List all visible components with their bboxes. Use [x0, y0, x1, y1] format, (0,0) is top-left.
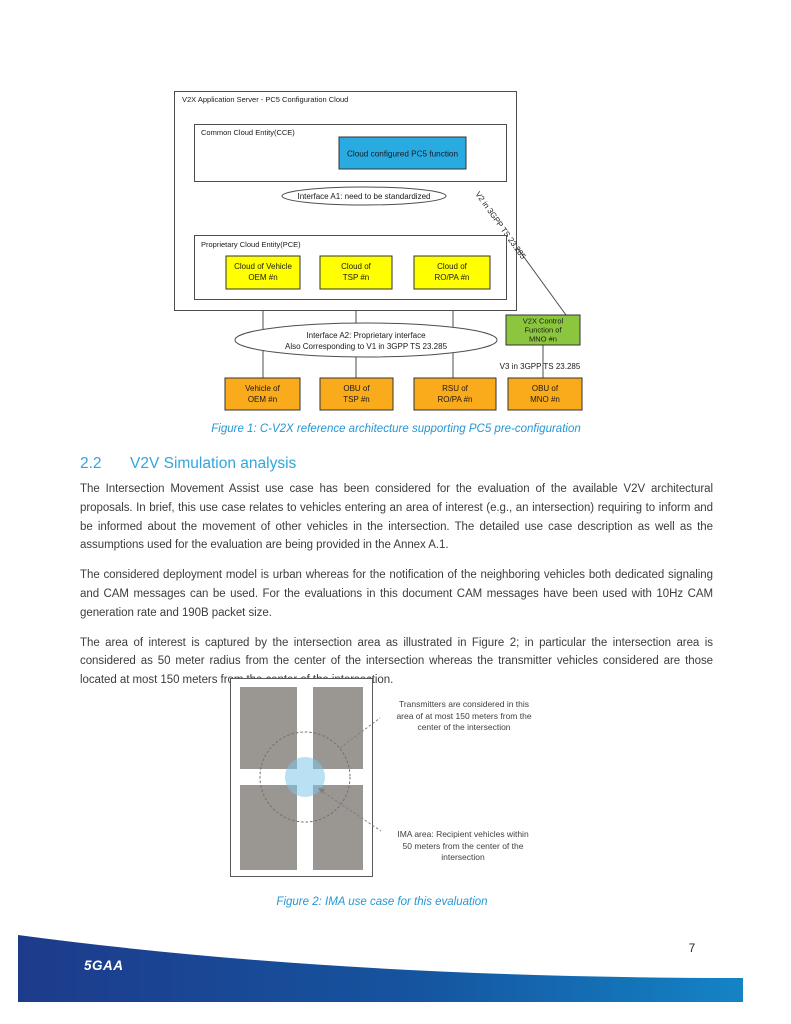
figure1-cloud-oem-line2: OEM #n — [248, 273, 277, 282]
figure1-cloud-ropa-line2: RO/PA #n — [435, 273, 470, 282]
figure1-cloud-ropa-box — [413, 255, 491, 290]
figure1-v2x-control-box — [505, 314, 581, 346]
figure1-pc5-function-label: Cloud configured PC5 function — [347, 150, 459, 159]
section-number: 2.2 — [80, 455, 102, 472]
figure1-v2x-control-line2: Function of — [524, 326, 562, 335]
figure1-caption: Figure 1: C-V2X reference architecture s… — [211, 423, 581, 435]
section-heading: 2.2 V2V Simulation analysis — [80, 455, 713, 473]
figure1-cloud-tsp-box — [319, 255, 393, 290]
figure1-pce-label: Proprietary Cloud Entity(PCE) — [201, 240, 301, 249]
figure1-cloud-boxes: Cloud of Vehicle OEM #n Cloud of TSP #n … — [225, 255, 491, 290]
figure2-intersection-diagram — [230, 678, 382, 877]
figure1-device-vehicle-box — [224, 377, 301, 411]
figure1-device-obu-mno-line1: OBU of — [532, 384, 559, 393]
section-2-2: 2.2 V2V Simulation analysis The Intersec… — [80, 455, 713, 690]
brand-logo-5gaa: 5GAA — [84, 958, 124, 973]
paragraph-2: The considered deployment model is urban… — [80, 569, 713, 619]
figure1-device-rsu-box — [413, 377, 497, 411]
figure1-v2x-control-line1: V2X Control — [523, 317, 564, 326]
page-number: 7 — [688, 943, 696, 955]
figure1-device-rsu-line1: RSU of — [442, 384, 469, 393]
figure1-interface-a1-label: Interface A1: need to be standardized — [298, 192, 431, 201]
figure1-device-obu-tsp-line2: TSP #n — [343, 395, 370, 404]
figure1-interface-a2-ellipse — [234, 322, 498, 358]
figure1-v2x-control-line3: MNO #n — [529, 335, 557, 344]
figure1-interface-a2-line2: Also Corresponding to V1 in 3GPP TS 23.2… — [285, 342, 448, 351]
figure2-block-bottom-left — [240, 785, 297, 870]
figure1-interface-a1-ellipse — [281, 186, 447, 206]
figure1-pc5-function-box — [338, 136, 467, 170]
figure2-caption: Figure 2: IMA use case for this evaluati… — [276, 896, 488, 908]
figure1-cloud-oem-box — [225, 255, 301, 290]
figure1-cloud-oem-line1: Cloud of Vehicle — [234, 262, 292, 271]
figure1-v3-label: V3 in 3GPP TS 23.285 — [500, 362, 581, 371]
figure2-block-top-right — [313, 687, 363, 769]
figure1-cloud-tsp-line1: Cloud of — [341, 262, 372, 271]
figure2-ima-area-circle — [285, 757, 325, 797]
figure2-leader-lines — [319, 717, 382, 832]
figure2-road-blocks — [240, 687, 363, 870]
figure2-annotation-ima-area: IMA area: Recipient vehicles within 50 m… — [397, 829, 529, 862]
figure1-cloud-tsp-line2: TSP #n — [343, 273, 370, 282]
figure2-block-bottom-right — [313, 785, 363, 870]
figure2-arrowhead — [318, 788, 325, 794]
figure1-device-obu-tsp-line1: OBU of — [343, 384, 370, 393]
figure1-device-boxes: Vehicle of OEM #n OBU of TSP #n RSU of R… — [224, 377, 583, 411]
figure1-architecture-diagram: V2X Application Server - PC5 Configurati… — [174, 91, 583, 411]
figure1-device-obu-mno-line2: MNO #n — [530, 395, 560, 404]
figure1-device-obu-tsp-box — [319, 377, 394, 411]
figure1-device-vehicle-line1: Vehicle of — [245, 384, 280, 393]
figure1-cce-label: Common Cloud Entity(CCE) — [201, 128, 295, 137]
figure1-outer-label: V2X Application Server - PC5 Configurati… — [182, 95, 348, 104]
footer-swoosh-shape — [18, 935, 743, 1002]
figure1-interface-a2-line1: Interface A2: Proprietary interface — [306, 331, 426, 340]
section-title: V2V Simulation analysis — [130, 455, 297, 472]
figure1-cloud-ropa-line1: Cloud of — [437, 262, 468, 271]
paragraph-1: The Intersection Movement Assist use cas… — [80, 483, 713, 552]
figure1-device-obu-mno-box — [507, 377, 583, 411]
figure2-annotation-transmitters: Transmitters are considered in this area… — [396, 699, 532, 732]
figure1-device-vehicle-line2: OEM #n — [248, 395, 277, 404]
figure2-block-top-left — [240, 687, 297, 769]
figure2-transmitter-radius-circle — [259, 731, 351, 823]
footer-swoosh — [18, 935, 743, 1002]
figure1-device-rsu-line2: RO/PA #n — [438, 395, 473, 404]
